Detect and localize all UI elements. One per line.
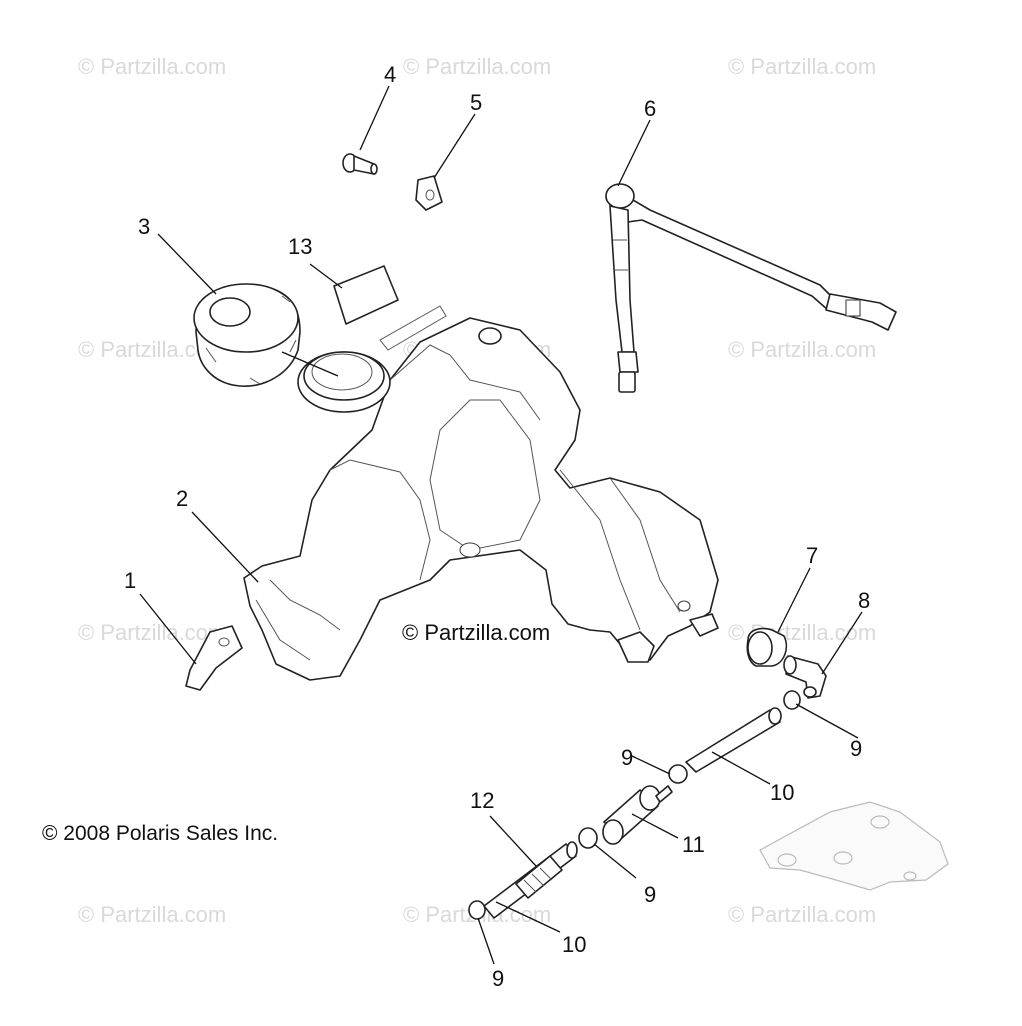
- part-decal: [333, 265, 399, 325]
- part-fuel-sender: [605, 183, 897, 393]
- callout-9: 9: [850, 736, 862, 761]
- part-pin: [342, 153, 378, 175]
- watermark: © Partzilla.com: [728, 54, 876, 79]
- part-clamp: [468, 690, 801, 920]
- callout-10: 10: [562, 932, 586, 957]
- leader-lines: [139, 85, 863, 965]
- callout-4: 4: [384, 62, 396, 87]
- callout-8: 8: [858, 588, 870, 613]
- callout-1: 1: [124, 568, 136, 593]
- callout-6: 6: [644, 96, 656, 121]
- watermark: © Partzilla.com: [728, 902, 876, 927]
- part-grommet: [746, 627, 788, 667]
- callout-3: 3: [138, 214, 150, 239]
- callout-10: 10: [770, 780, 794, 805]
- callout-7: 7: [806, 543, 818, 568]
- watermark: © Partzilla.com: [78, 620, 226, 645]
- part-hose-upper: [685, 707, 782, 773]
- watermark: © Partzilla.com: [78, 902, 226, 927]
- watermark: © Partzilla.com: [403, 54, 551, 79]
- callout-11: 11: [682, 832, 705, 857]
- watermark-center: © Partzilla.com: [402, 620, 550, 645]
- part-fuel-cap: [193, 283, 301, 387]
- callout-9: 9: [621, 745, 633, 770]
- part-inline-filter: [602, 785, 673, 845]
- part-fuel-tank: [243, 305, 719, 681]
- watermark: © Partzilla.com: [728, 337, 876, 362]
- callout-9: 9: [644, 882, 656, 907]
- callout-12: 12: [470, 788, 494, 813]
- callout-2: 2: [176, 486, 188, 511]
- watermark: © Partzilla.com: [78, 54, 226, 79]
- callout-9: 9: [492, 966, 504, 991]
- part-clip-nut: [415, 175, 443, 211]
- callout-13: 13: [288, 234, 312, 259]
- copyright-text: © 2008 Polaris Sales Inc.: [42, 822, 278, 845]
- part-fitting-sleeve: [515, 855, 563, 899]
- part-elbow-fitting: [783, 655, 827, 699]
- callouts: 1 2 3 4 5 6 7 8 9 9 9 9 10 10 11 12 13: [124, 62, 870, 991]
- part-bracket: [185, 625, 243, 691]
- callout-5: 5: [470, 90, 482, 115]
- part-inset-bracket: [759, 801, 949, 891]
